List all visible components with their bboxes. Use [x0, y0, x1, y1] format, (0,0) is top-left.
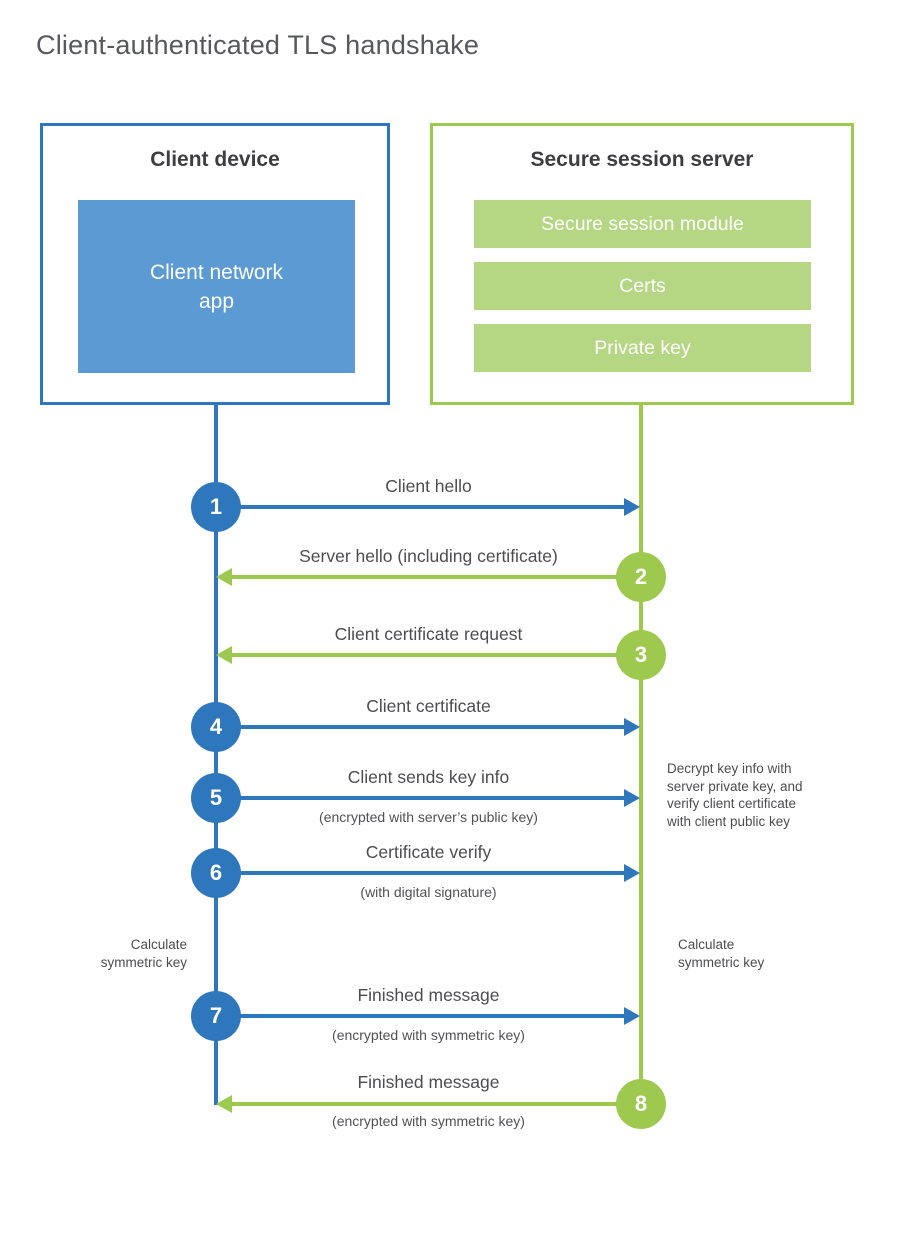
step-number-badge: 2 [616, 552, 666, 602]
arrowhead-left-icon [216, 1095, 232, 1113]
step-label: Finished message [357, 985, 500, 1005]
decrypt-key-note: Decrypt key info with server private key… [667, 761, 803, 829]
step-sublabel: (encrypted with server’s public key) [319, 809, 538, 825]
step-number-badge: 6 [191, 848, 241, 898]
arrow-shaft [216, 1014, 626, 1018]
client-device-header: Client device [150, 148, 280, 171]
client-network-app-box: Client network app [78, 200, 355, 373]
step-number-badge: 8 [616, 1079, 666, 1129]
secure-session-server-box: Secure session server Secure session mod… [430, 123, 854, 405]
arrow-shaft [216, 505, 626, 509]
arrowhead-right-icon [624, 498, 640, 516]
server-module-certs: Certs [474, 262, 811, 310]
step-number-badge: 3 [616, 630, 666, 680]
page-title: Client-authenticated TLS handshake [36, 30, 480, 60]
arrow-shaft [216, 871, 626, 875]
step-label: Certificate verify [365, 842, 492, 862]
calculate-symmetric-key-note-server: Calculate symmetric key [678, 937, 765, 970]
step-sublabel: (encrypted with symmetric key) [332, 1027, 525, 1043]
step-label: Server hello (including certificate) [299, 546, 558, 566]
client-lifeline [214, 405, 218, 1105]
server-lifeline [639, 405, 643, 1085]
step-sublabel: (with digital signature) [360, 884, 497, 900]
arrow-shaft [230, 575, 641, 579]
step-number-badge: 7 [191, 991, 241, 1041]
step-label: Client certificate request [334, 624, 523, 644]
arrowhead-left-icon [216, 568, 232, 586]
step-sublabel: (encrypted with symmetric key) [332, 1113, 525, 1129]
step-label: Finished message [357, 1072, 500, 1092]
arrow-shaft [230, 1102, 641, 1106]
arrowhead-right-icon [624, 1007, 640, 1025]
step-number-badge: 1 [191, 482, 241, 532]
client-device-box: Client device Client network app [40, 123, 390, 405]
step-label: Client certificate [366, 696, 491, 716]
arrowhead-right-icon [624, 718, 640, 736]
arrow-shaft [230, 653, 641, 657]
arrowhead-right-icon [624, 789, 640, 807]
server-module-secure-session: Secure session module [474, 200, 811, 248]
step-number-badge: 5 [191, 773, 241, 823]
arrowhead-left-icon [216, 646, 232, 664]
arrowhead-right-icon [624, 864, 640, 882]
step-label: Client sends key info [347, 767, 510, 787]
arrow-shaft [216, 796, 626, 800]
server-module-private-key: Private key [474, 324, 811, 372]
server-header: Secure session server [530, 148, 754, 171]
calculate-symmetric-key-note-client: Calculate symmetric key [100, 937, 187, 970]
step-label: Client hello [385, 476, 472, 496]
arrow-shaft [216, 725, 626, 729]
step-number-badge: 4 [191, 702, 241, 752]
